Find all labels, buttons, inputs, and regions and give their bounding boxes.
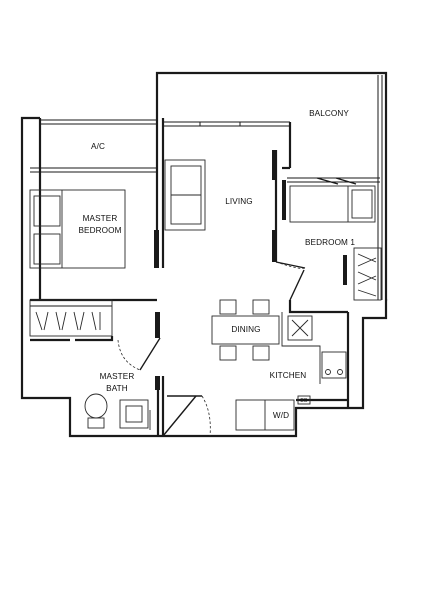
master-wardrobe bbox=[29, 299, 113, 337]
bedroom1-bed bbox=[289, 185, 376, 223]
label-master-bath-2: BATH bbox=[106, 384, 128, 393]
sofa bbox=[164, 159, 206, 231]
wall-blocks bbox=[154, 150, 347, 390]
dining-set bbox=[211, 299, 280, 361]
label-balcony: BALCONY bbox=[309, 109, 349, 118]
windows bbox=[30, 75, 383, 300]
label-wd: W/D bbox=[273, 411, 289, 420]
label-kitchen: KITCHEN bbox=[270, 371, 307, 380]
master-bed bbox=[29, 189, 126, 269]
label-dining: DINING bbox=[231, 325, 260, 334]
kitchen-counter bbox=[281, 312, 347, 384]
doors bbox=[117, 177, 357, 437]
label-master-bedroom-1: MASTER bbox=[83, 214, 118, 223]
label-ac: A/C bbox=[91, 142, 105, 151]
label-master-bath-1: MASTER bbox=[100, 372, 135, 381]
exterior-walls bbox=[20, 71, 388, 438]
label-db: DB bbox=[300, 398, 308, 404]
washer-dryer bbox=[235, 395, 311, 431]
bedroom1-wardrobe bbox=[353, 247, 382, 301]
bathroom-fixtures bbox=[84, 393, 151, 430]
label-bedroom1: BEDROOM 1 bbox=[305, 238, 355, 247]
label-master-bedroom-2: BEDROOM bbox=[78, 226, 121, 235]
label-living: LIVING bbox=[225, 197, 252, 206]
